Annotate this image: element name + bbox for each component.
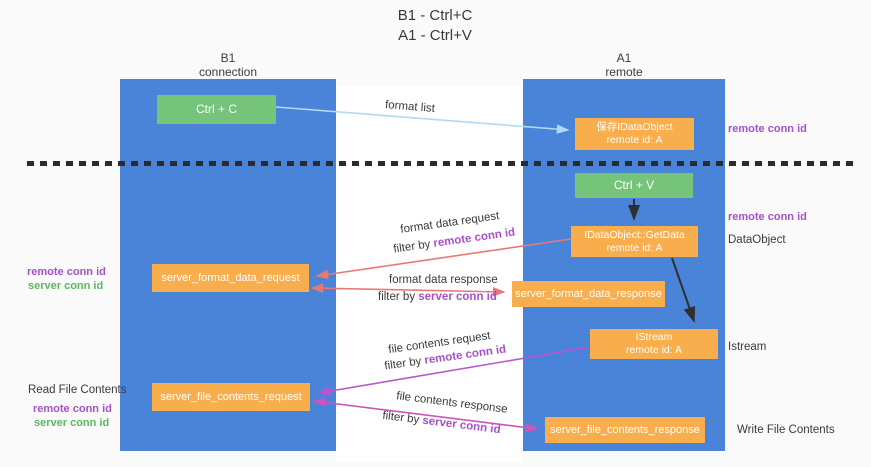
right-column-subtitle: remote — [605, 65, 643, 79]
title-line-2: A1 - Ctrl+V — [398, 27, 472, 44]
diagram-title: B1 - Ctrl+C A1 - Ctrl+V — [330, 6, 540, 46]
title-line-1: B1 - Ctrl+C — [397, 7, 473, 24]
right-column-name: A1 — [616, 51, 632, 65]
getdata-line2: remote id: A — [606, 241, 663, 254]
server-conn-id-annotation-file: server conn id — [34, 417, 110, 429]
remote-conn-id-annotation-file: remote conn id — [33, 403, 112, 415]
read-file-contents-annotation: Read File Contents — [28, 384, 127, 396]
server-format-data-response-node: server_format_data_response — [512, 281, 665, 307]
filter-by-text: filter by — [378, 291, 419, 303]
copy-paste-divider — [27, 161, 856, 166]
istream-line2: remote id: A — [625, 344, 683, 356]
ctrl-v-label: Ctrl + V — [613, 178, 655, 192]
dataobject-annotation: DataObject — [728, 234, 786, 246]
server-file-contents-response-node: server_file_contents_response — [545, 417, 705, 443]
format-response-label: server_format_data_response — [515, 287, 662, 300]
istream-line1: IStream — [635, 331, 673, 343]
save-idataobject-node: 保存IDataObject remote id: A — [575, 118, 694, 150]
server-format-data-request-node: server_format_data_request — [152, 264, 309, 292]
remote-conn-id-annotation-format: remote conn id — [27, 266, 106, 278]
server-conn-id-text: server conn id — [418, 291, 497, 303]
ctrl-v-node: Ctrl + V — [575, 173, 693, 198]
left-column-name: B1 — [220, 51, 236, 65]
istream-node: IStream remote id: A — [590, 329, 718, 359]
file-response-label: server_file_contents_response — [550, 423, 700, 436]
format-request-label: server_format_data_request — [161, 271, 300, 284]
save-idataobject-line1: 保存IDataObject — [596, 121, 673, 133]
ctrl-c-label: Ctrl + C — [195, 102, 237, 116]
right-column-header: A1 remote — [523, 51, 725, 79]
idataobject-getdata-node: IDataObject::GetData remote id: A — [571, 226, 698, 257]
server-conn-id-annotation-format: server conn id — [28, 280, 104, 292]
left-column-header: B1 connection — [120, 51, 336, 79]
ctrl-c-node: Ctrl + C — [157, 95, 276, 124]
remote-conn-id-annotation-getdata: remote conn id — [728, 211, 807, 223]
left-column-subtitle: connection — [198, 65, 258, 79]
file-request-label: server_file_contents_request — [160, 390, 302, 403]
istream-annotation: Istream — [728, 341, 767, 353]
format-data-response-label: format data response — [389, 274, 498, 286]
format-response-filter-label: filter by server conn id — [378, 291, 497, 303]
save-idataobject-line2: remote id: A — [606, 134, 663, 146]
server-file-contents-request-node: server_file_contents_request — [152, 383, 310, 411]
getdata-line1: IDataObject::GetData — [584, 228, 685, 241]
write-file-contents-annotation: Write File Contents — [737, 424, 835, 436]
remote-conn-id-annotation-top: remote conn id — [728, 123, 807, 135]
